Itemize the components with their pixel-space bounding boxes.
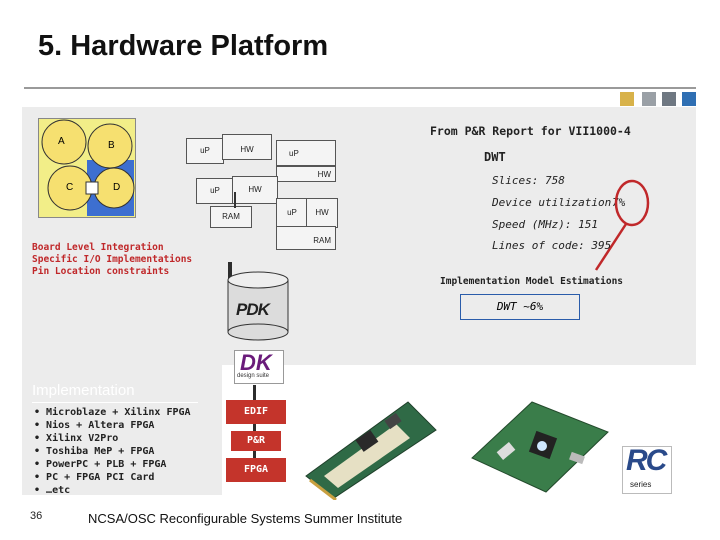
edif-box: EDIF: [226, 400, 286, 424]
board-notes: Board Level Integration Specific I/O Imp…: [32, 242, 192, 278]
dwt-label: DWT: [484, 150, 506, 164]
implementation-panel: [22, 365, 222, 495]
flow-arrow-edif: [253, 385, 256, 401]
up-block-4: uP: [276, 198, 308, 228]
circle-d-label: D: [113, 182, 121, 193]
implementation-list: • Microblaze + Xilinx FPGA • Nios + Alte…: [34, 406, 191, 497]
partition-circles: [41, 119, 135, 211]
dk-logo: DK: [240, 350, 272, 375]
dk-logo-box: [234, 350, 284, 384]
pdk-database-icon: [227, 271, 289, 341]
fpga-board-image: [471, 401, 609, 493]
implementation-item: • Nios + Altera FPGA: [34, 420, 155, 431]
hw-block-2: HW: [276, 166, 336, 182]
corner-square-3: [662, 92, 676, 106]
hw-block-1: HW: [222, 134, 272, 160]
pci-card-image: [305, 401, 437, 500]
report-heading: From P&R Report for VII1000-4: [430, 124, 631, 138]
dwt-estimate-box: DWT ~6%: [460, 294, 580, 320]
dk-sublabel: design suite: [237, 373, 270, 379]
implementation-item: • Toshiba MeP + FPGA: [34, 446, 155, 457]
ram-block-1: RAM: [210, 206, 252, 228]
slices-stat: Slices: 758: [492, 174, 565, 187]
corner-square-4: [682, 92, 696, 106]
footer-text: NCSA/OSC Reconfigurable Systems Summer I…: [88, 511, 403, 526]
circle-b-label: B: [108, 140, 115, 151]
up-block-1: uP: [186, 138, 224, 164]
corner-square-2: [642, 92, 656, 106]
implementation-heading: Implementation: [32, 382, 135, 399]
circle-a-label: A: [58, 136, 65, 147]
speed-stat: Speed (MHz): 151: [492, 218, 598, 231]
highlight-annotation: [594, 179, 650, 271]
hw-block-4: HW: [306, 198, 338, 228]
pr-box: P&R: [231, 431, 281, 451]
implementation-item: • Xilinx V2Pro: [34, 433, 119, 444]
bus-line-1: [234, 192, 236, 208]
flow-arrow-top: [228, 262, 232, 284]
pdk-logo: PDK: [236, 300, 270, 319]
hw-block-3: HW: [232, 176, 278, 204]
up-block-2: uP: [276, 140, 336, 166]
implementation-divider: [32, 402, 198, 403]
board-note-1: Board Level Integration: [32, 242, 164, 253]
rc-sublabel: series: [630, 480, 652, 489]
implementation-item: • PowerPC + PLB + FPGA: [34, 459, 167, 470]
fpga-box: FPGA: [226, 458, 286, 482]
slide-title: 5. Hardware Platform: [38, 30, 329, 62]
device-utilization-stat: Device utilization: [492, 196, 612, 209]
rc-logo-box: [622, 446, 672, 494]
lines-of-code-stat: Lines of code: 395: [492, 239, 612, 252]
flow-arrow-fpga: [253, 451, 256, 459]
implementation-item: • PC + FPGA PCI Card: [34, 472, 155, 483]
implementation-item: • Microblaze + Xilinx FPGA: [34, 407, 191, 418]
estimations-label: Implementation Model Estimations: [440, 276, 624, 287]
page-number: 36: [30, 510, 43, 522]
ram-block-2: RAM: [276, 226, 336, 250]
title-rule: [24, 87, 696, 89]
implementation-item: • …etc: [34, 485, 71, 496]
flow-arrow-pr: [253, 424, 256, 432]
board-note-2: Specific I/O Implementations: [32, 254, 193, 265]
rc-logo: RC: [626, 444, 667, 477]
corner-square-1: [620, 92, 634, 106]
up-block-3: uP: [196, 178, 234, 204]
board-note-3: Pin Location constraints: [32, 266, 170, 277]
circle-c-label: C: [66, 182, 74, 193]
